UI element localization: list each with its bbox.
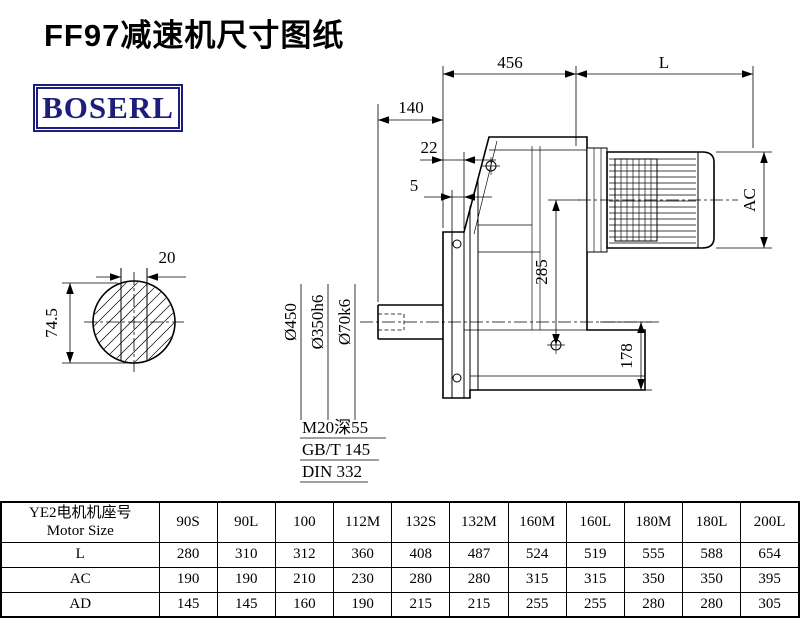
value-cell: 230 — [333, 566, 393, 593]
dim-label-shaft-dia: Ø70k6 — [335, 299, 354, 345]
column-header: 90L — [216, 501, 276, 543]
dimension-AC: AC — [716, 151, 772, 249]
value-cell: 280 — [449, 566, 509, 593]
column-header: 132M — [449, 501, 509, 543]
value-cell: 395 — [740, 566, 800, 593]
value-cell: 280 — [623, 591, 684, 618]
row-label: L — [0, 541, 160, 568]
value-cell: 145 — [216, 591, 276, 618]
dim-label-20: 20 — [159, 248, 176, 267]
dimension-key-height: 74.5 — [42, 282, 130, 364]
column-header: 100 — [274, 501, 335, 543]
value-cell: 210 — [274, 566, 335, 593]
dim-label-140: 140 — [398, 98, 424, 117]
dimension-L: L — [576, 53, 754, 148]
value-cell: 519 — [565, 541, 625, 568]
motor-size-header: YE2电机机座号 Motor Size — [0, 501, 160, 543]
dimension-178: 178 — [600, 321, 652, 391]
value-cell: 190 — [216, 566, 276, 593]
value-cell: 215 — [391, 591, 451, 618]
column-header: 200L — [740, 501, 800, 543]
motor-dimension-table: YE2电机机座号 Motor Size 90S 90L 100 112M 132… — [0, 501, 800, 618]
value-cell: 280 — [682, 591, 742, 618]
value-cell: 315 — [565, 566, 625, 593]
value-cell: 315 — [507, 566, 567, 593]
column-header: 132S — [391, 501, 451, 543]
column-header: 160M — [507, 501, 567, 543]
motor-size-header-cn: YE2电机机座号 — [29, 505, 132, 522]
dim-label-5: 5 — [410, 176, 419, 195]
value-cell: 524 — [507, 541, 567, 568]
value-cell: 487 — [449, 541, 509, 568]
value-cell: 145 — [158, 591, 218, 618]
diameter-callouts: Ø450 Ø350h6 Ø70k6 — [281, 284, 356, 420]
note-gb-standard: GB/T 145 — [302, 440, 370, 459]
page-title: FF97减速机尺寸图纸 — [44, 18, 345, 53]
value-cell: 160 — [274, 591, 335, 618]
dim-label-178: 178 — [617, 343, 636, 369]
row-label: AD — [0, 591, 160, 618]
column-header: 112M — [333, 501, 393, 543]
brand-logo: BOSERL — [33, 84, 183, 132]
value-cell: 350 — [682, 566, 742, 593]
dimension-5: 5 — [410, 176, 492, 234]
value-cell: 312 — [274, 541, 335, 568]
value-cell: 190 — [158, 566, 218, 593]
technical-drawing: 20 74.5 — [42, 53, 772, 483]
note-din-standard: DIN 332 — [302, 462, 362, 481]
dim-label-22: 22 — [421, 138, 438, 157]
table-row-AD: AD 145 145 160 190 215 215 255 255 280 2… — [0, 591, 800, 618]
column-header: 160L — [565, 501, 625, 543]
thread-notes: M20深55 GB/T 145 DIN 332 — [300, 418, 386, 483]
table-row-AC: AC 190 190 210 230 280 280 315 315 350 3… — [0, 566, 800, 593]
column-header: 180M — [623, 501, 684, 543]
dimension-140: 140 — [377, 98, 443, 302]
value-cell: 360 — [333, 541, 393, 568]
column-header: 180L — [682, 501, 742, 543]
value-cell: 255 — [565, 591, 625, 618]
shaft-end-view — [84, 268, 184, 372]
motor-size-header-en: Motor Size — [46, 523, 114, 540]
dim-label-285: 285 — [532, 259, 551, 285]
note-tap-hole: M20深55 — [302, 418, 368, 437]
dim-label-AC: AC — [740, 188, 759, 212]
dim-label-456: 456 — [497, 53, 523, 72]
gearbox-housing — [442, 136, 646, 399]
value-cell: 408 — [391, 541, 451, 568]
dimension-456: 456 — [442, 53, 577, 228]
value-cell: 215 — [449, 591, 509, 618]
value-cell: 555 — [623, 541, 684, 568]
dim-label-flange-dia: Ø450 — [281, 303, 300, 341]
value-cell: 255 — [507, 591, 567, 618]
table-header-row: YE2电机机座号 Motor Size 90S 90L 100 112M 132… — [0, 501, 800, 543]
flange-bolt-icon — [452, 239, 462, 249]
row-label: AC — [0, 566, 160, 593]
value-cell: 350 — [623, 566, 684, 593]
flange-bolt-icon — [452, 373, 462, 383]
value-cell: 305 — [740, 591, 800, 618]
value-cell: 190 — [333, 591, 393, 618]
dim-label-L: L — [659, 53, 669, 72]
value-cell: 280 — [158, 541, 218, 568]
dimension-22: 22 — [420, 138, 496, 229]
value-cell: 588 — [682, 541, 742, 568]
dim-label-74-5: 74.5 — [42, 308, 61, 338]
value-cell: 280 — [391, 566, 451, 593]
value-cell: 310 — [216, 541, 276, 568]
column-header: 90S — [158, 501, 218, 543]
dimension-key-width: 20 — [96, 248, 186, 281]
dimension-285: 285 — [532, 199, 580, 345]
table-row-L: L 280 310 312 360 408 487 524 519 555 58… — [0, 541, 800, 568]
value-cell: 654 — [740, 541, 800, 568]
dim-label-spigot-dia: Ø350h6 — [308, 295, 327, 350]
